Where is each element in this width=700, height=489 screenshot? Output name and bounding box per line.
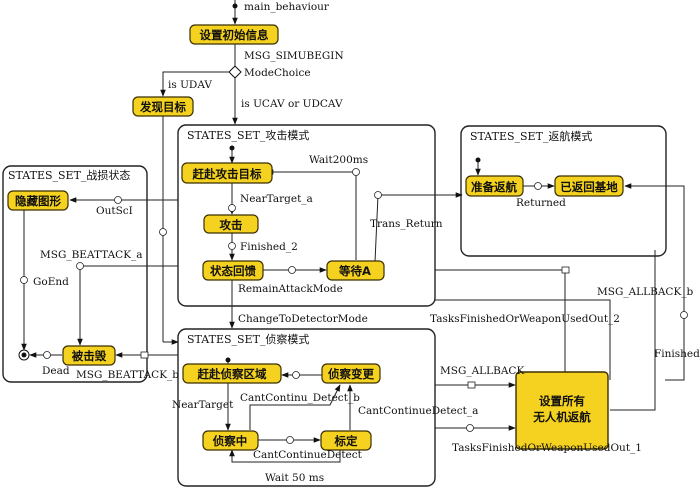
attack-initial-node (229, 145, 235, 151)
state-hide[interactable]: 隐藏图形 (7, 190, 69, 211)
label-wait-50: Wait 50 ms (265, 472, 324, 484)
label-cant-continu-detect-b: CantContinu_Detect_b (240, 392, 360, 404)
container-recon-mode: STATES_SET_侦察模式 (177, 328, 436, 487)
label-mode-choice: ModeChoice (244, 67, 311, 79)
label-main-behaviour: main_behaviour (244, 1, 330, 13)
transition-markers (20, 168, 688, 444)
state-recon-change[interactable]: 侦察变更 (321, 363, 381, 384)
state-init[interactable]: 设置初始信息 (189, 24, 279, 45)
state-destroyed[interactable]: 被击毁 (62, 345, 116, 366)
container-damage-state: STATES_SET_战损状态 (2, 165, 148, 383)
container-return-mode: STATES_SET_返航模式 (460, 125, 667, 257)
label-is-ucav: is UCAV or UDCAV (241, 98, 343, 110)
label-cant-continue-detect-a: CantContinueDetect_a (358, 405, 478, 417)
label-msg-simubegin: MSG_SIMUBEGIN (244, 50, 344, 62)
label-change-detector: ChangeToDetectorMode (238, 313, 368, 325)
state-returned-base-label: 已返回基地 (560, 180, 618, 194)
state-wait-a[interactable]: 等待A (326, 260, 385, 281)
label-tasks-finished-2: TasksFinishedOrWeaponUsedOut_2 (430, 313, 620, 325)
state-find-target[interactable]: 发现目标 (132, 96, 194, 117)
label-msg-beattack-b: MSG_BEATTACK_b (76, 369, 179, 381)
state-reconning-label: 侦察中 (212, 434, 248, 448)
label-finished-3: Finished_3 (654, 348, 700, 360)
recon-initial-node (225, 357, 231, 363)
state-status-feedback[interactable]: 状态回馈 (202, 260, 264, 281)
mode-choice-diamond (228, 65, 242, 79)
label-tasks-finished-1: TasksFinishedOrWeaponUsedOut_1 (452, 442, 642, 454)
final-state-node (18, 349, 30, 361)
container-damage-title: STATES_SET_战损状态 (8, 168, 130, 182)
state-wait-a-label: 等待A (338, 264, 371, 278)
edge-choice-udav (160, 71, 229, 97)
label-trans-return: Trans_Return (370, 218, 443, 230)
label-go-end: GoEnd (33, 276, 69, 288)
label-cant-continue-detect: CantContinueDetect (253, 449, 363, 461)
label-dead: Dead (42, 365, 70, 377)
label-msg-allback-b: MSG_ALLBACK_b (597, 286, 694, 298)
edge-msg-allback-b-line (435, 299, 611, 380)
state-hide-label: 隐藏图形 (15, 194, 61, 208)
state-returned-base[interactable]: 已返回基地 (554, 175, 624, 197)
state-all-return-line1: 设置所有 (539, 394, 585, 408)
container-return-title: STATES_SET_返航模式 (470, 129, 592, 143)
edge-finished-3 (624, 183, 685, 381)
label-returned: Returned (516, 197, 566, 209)
label-remain-attack: RemainAttackMode (238, 283, 343, 295)
label-near-target-a: NearTarget_a (240, 193, 313, 205)
state-attack-label: 攻击 (220, 218, 243, 232)
label-finished-2: Finished_2 (240, 241, 298, 253)
state-prepare-return-label: 准备返航 (471, 180, 517, 194)
return-initial-node (475, 157, 481, 163)
state-goto-recon-label: 赶赴侦察区域 (197, 367, 267, 381)
state-recon-change-label: 侦察变更 (327, 367, 374, 381)
state-all-return[interactable]: 设置所有 无人机返航 (515, 371, 609, 450)
transition-labels: main_behaviour MSG_SIMUBEGIN ModeChoice … (33, 1, 700, 484)
label-near-target: NearTarget (172, 399, 234, 411)
state-prepare-return[interactable]: 准备返航 (465, 175, 524, 197)
container-recon-title: STATES_SET_侦察模式 (187, 332, 309, 346)
transitions (21, 0, 685, 463)
label-out-sci: OutScI (96, 205, 133, 217)
state-mark[interactable]: 标定 (320, 430, 372, 451)
edge-allreturn-up (610, 250, 656, 411)
state-mark-label: 标定 (334, 434, 358, 448)
state-destroyed-label: 被击毁 (72, 349, 107, 363)
state-goto-recon[interactable]: 赶赴侦察区域 (182, 363, 282, 384)
edge-cant-continu-b (249, 384, 341, 430)
state-goto-attack[interactable]: 赶赴攻击目标 (181, 162, 273, 184)
label-wait200: Wait200ms (309, 154, 368, 166)
state-attack[interactable]: 攻击 (203, 214, 259, 234)
state-find-target-label: 发现目标 (139, 100, 186, 114)
container-attack-mode: STATES_SET_攻击模式 (177, 124, 436, 307)
state-status-feedback-label: 状态回馈 (210, 264, 256, 278)
state-goto-attack-label: 赶赴攻击目标 (192, 167, 262, 181)
label-msg-allback: MSG_ALLBACK (440, 365, 524, 377)
container-attack-title: STATES_SET_攻击模式 (187, 128, 309, 142)
initial-node (232, 3, 238, 9)
label-msg-beattack-a: MSG_BEATTACK_a (40, 249, 143, 261)
state-init-label: 设置初始信息 (200, 28, 269, 42)
state-all-return-line2: 无人机返航 (532, 410, 591, 424)
edge-wait-50 (229, 449, 341, 463)
state-reconning[interactable]: 侦察中 (202, 430, 259, 451)
label-is-udav: is UDAV (168, 79, 212, 91)
